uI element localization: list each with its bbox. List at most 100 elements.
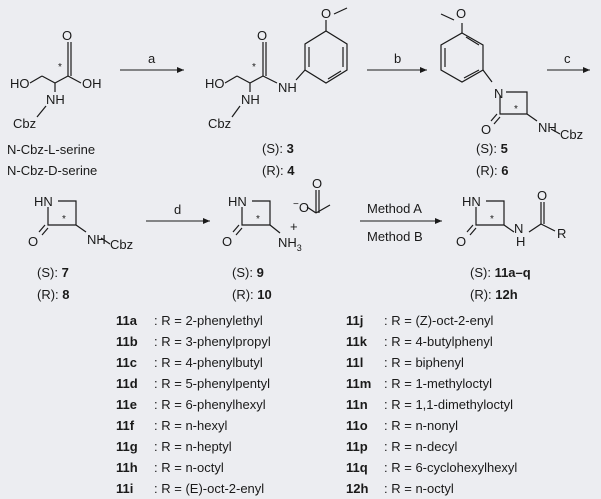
substituent-r: R = 4-phenylbutyl (161, 355, 263, 370)
start-label-d: N-Cbz-D-serine (7, 163, 97, 178)
compound-id: 11n (346, 397, 368, 412)
beta-lactam-5-structure: O N O * NH Cbz (440, 6, 583, 142)
substituent-row: 11g: R = n-heptyl (116, 436, 271, 457)
compound-11-label: (S): 11a–q (470, 265, 531, 280)
ammonium-label: NH3 (278, 235, 302, 253)
substituent-r: R = 6-cyclohexylhexyl (391, 460, 518, 475)
hydroxyl-label: HO (10, 76, 30, 91)
compound-id: 11m (346, 376, 372, 391)
substituent-r: R = n-hexyl (161, 418, 228, 433)
substituent-row: 12h: R = n-octyl (346, 478, 517, 499)
final-amide-structure: HN O * N H O R (456, 188, 566, 249)
substituent-row: 11a: R = 2-phenylethyl (116, 310, 271, 331)
ring-nh-label: HN (228, 194, 247, 209)
cbz-serine-structure: HO O OH * NH Cbz (10, 28, 102, 131)
substituent-r: R = 6-phenylhexyl (161, 397, 266, 412)
compound-8-label: (R): 8 (37, 287, 70, 302)
amide-h-label: H (516, 234, 525, 249)
ring-nh-label: HN (34, 194, 53, 209)
compound-id: 11k (346, 334, 367, 349)
substituent-row: 11e: R = 6-phenylhexyl (116, 394, 271, 415)
compound-id: 11j (346, 313, 364, 328)
substituent-row: 11b: R = 3-phenylpropyl (116, 331, 271, 352)
substituent-r: R = (E)-oct-2-enyl (161, 481, 265, 496)
substituent-row: 11o: R = n-nonyl (346, 415, 517, 436)
plus-charge: + (290, 219, 298, 234)
ring-carbonyl-o-label: O (456, 234, 466, 249)
substituent-r: R = 5-phenylpentyl (161, 376, 270, 391)
methoxy-o-label: O (456, 6, 466, 21)
compound-7-label: (S): 7 (37, 265, 69, 280)
compound-id: 11f (116, 418, 135, 433)
cbz-label: Cbz (208, 116, 231, 131)
substituent-r: R = 3-phenylpropyl (161, 334, 271, 349)
substituent-r: R = 2-phenylethyl (161, 313, 263, 328)
compound-id: 11e (116, 397, 137, 412)
r-group-label: R (557, 226, 566, 241)
substituent-row: 11l: R = biphenyl (346, 352, 517, 373)
ring-carbonyl-o-label: O (481, 122, 491, 137)
amide-n-label: N (514, 221, 523, 236)
ring-carbonyl-o-label: O (222, 234, 232, 249)
substituent-r: R = 1,1-dimethyloctyl (391, 397, 513, 412)
nh-label: NH (241, 92, 260, 107)
compound-id: 11q (346, 460, 368, 475)
ammonium-acetate-9-structure: HN O * NH3 + −O O (222, 176, 331, 253)
substituent-row: 11h: R = n-octyl (116, 457, 271, 478)
acid-oh-label: OH (82, 76, 102, 91)
amide-nh-label: NH (278, 80, 297, 95)
nh-label: NH (87, 232, 106, 247)
substituent-row: 11c: R = 4-phenylbutyl (116, 352, 271, 373)
hydroxyl-label: HO (205, 76, 225, 91)
substituent-row: 11q: R = 6-cyclohexylhexyl (346, 457, 517, 478)
cbz-label: Cbz (13, 116, 36, 131)
beta-lactam-7-structure: HN O * NH Cbz (28, 194, 133, 252)
stereocenter-mark: * (256, 214, 260, 225)
substituent-row: 11n: R = 1,1-dimethyloctyl (346, 394, 517, 415)
compound-id: 12h (346, 481, 369, 496)
stereocenter-mark: * (62, 214, 66, 225)
stereocenter-mark: * (514, 104, 518, 115)
step-c-label: c (564, 51, 571, 66)
substituent-row: 11f: R = n-hexyl (116, 415, 271, 436)
substituent-row: 11m: R = 1-methyloctyl (346, 373, 517, 394)
compound-id: 11d (116, 376, 138, 391)
carbonyl-o-label: O (257, 28, 267, 43)
carbonyl-o-label: O (62, 28, 72, 43)
cbz-label: Cbz (110, 237, 133, 252)
ring-nh-label: HN (462, 194, 481, 209)
cbz-label: Cbz (560, 127, 583, 142)
substituent-r: R = n-decyl (391, 439, 458, 454)
compound-10-label: (R): 10 (232, 287, 272, 302)
nh-label: NH (538, 120, 557, 135)
compound-id: 11a (116, 313, 137, 328)
compound-4-label: (R): 4 (262, 163, 295, 178)
step-d-label: d (174, 202, 181, 217)
compound-9-label: (S): 9 (232, 265, 264, 280)
compound-id: 11b (116, 334, 138, 349)
compound-id: 11l (346, 355, 364, 370)
step-b-label: b (394, 51, 401, 66)
ring-carbonyl-o-label: O (28, 234, 38, 249)
substituent-r: R = n-octyl (161, 460, 224, 475)
stereocenter-mark: * (490, 214, 494, 225)
compound-6-label: (R): 6 (476, 163, 509, 178)
method-b-label: Method B (367, 229, 423, 244)
substituent-r: R = 4-butylphenyl (391, 334, 493, 349)
substituent-r: R = biphenyl (391, 355, 464, 370)
start-label-l: N-Cbz-L-serine (7, 142, 95, 157)
amide-3-structure: HO O * NH NH Cbz O (205, 6, 348, 131)
substituent-r: R = n-octyl (391, 481, 454, 496)
step-a-label: a (148, 51, 156, 66)
substituent-r: R = 1-methyloctyl (391, 376, 493, 391)
compound-id: 11p (346, 439, 368, 454)
compound-id: 11o (346, 418, 368, 433)
amide-carbonyl-o-label: O (537, 188, 547, 203)
methoxy-o-label: O (321, 6, 331, 21)
substituent-r: R = n-nonyl (391, 418, 459, 433)
nh-label: NH (46, 92, 65, 107)
substituent-row: 11p: R = n-decyl (346, 436, 517, 457)
compound-id: 11c (116, 355, 137, 370)
